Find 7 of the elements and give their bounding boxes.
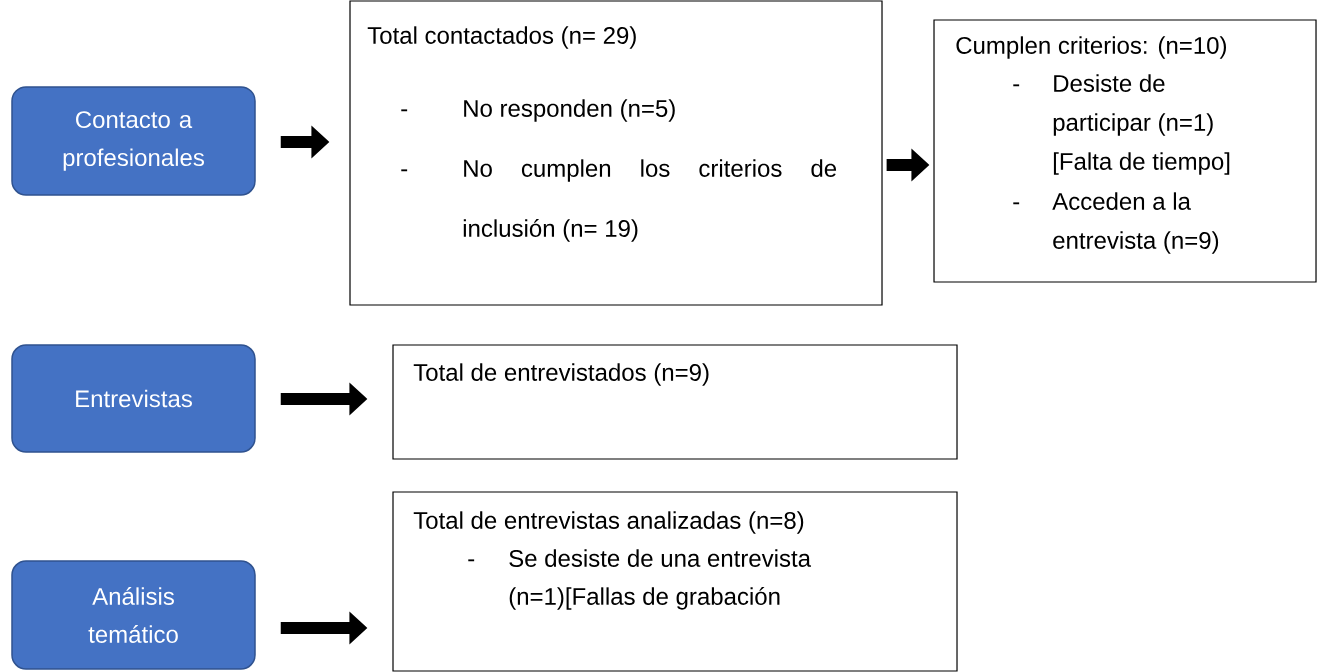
- text-box: Total de entrevistados (n=9): [392, 344, 958, 460]
- stage-box: Contacto a profesionales: [11, 86, 256, 196]
- stage-box: Entrevistas: [11, 344, 256, 453]
- text-box: Total contactados (n= 29) - No responden (n=5) - No cumplen los criterios de inclusión (n= 19): [349, 0, 883, 306]
- text-box: Cumplen criterios: (n=10) - Desiste de participar (n=1) [Falta de tiempo] - Acceden a la entrevista (n=9): [933, 19, 1317, 283]
- text-box: Total de entrevistas analizadas (n=8) - Se desiste de una entrevista (n=1)[Fallas de grabación: [392, 491, 958, 672]
- stage-box: Análisis temático: [11, 560, 256, 670]
